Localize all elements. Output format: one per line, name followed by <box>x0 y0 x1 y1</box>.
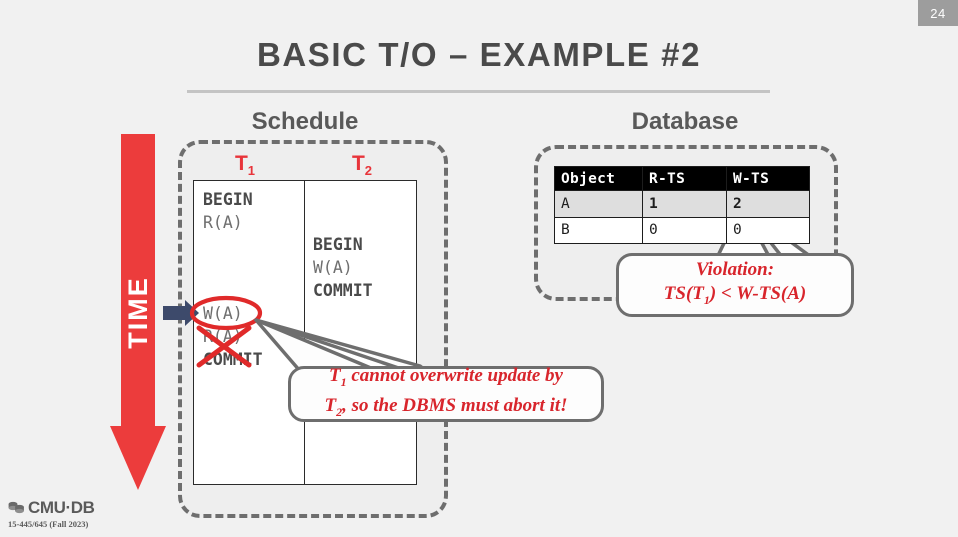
violation-title: Violation: <box>695 259 775 281</box>
t2-sub: 2 <box>364 163 373 179</box>
schedule-group-box <box>178 140 448 518</box>
table-row: B 0 0 <box>554 216 810 244</box>
t1-sub: 1 <box>247 163 256 179</box>
database-caption: Database <box>631 108 739 135</box>
cmu-db-logo: CMU·DB <box>8 498 95 518</box>
table-header-row: Object R-TS W-TS <box>554 166 810 191</box>
abort-line1-rest: cannot overwrite update by <box>346 365 563 387</box>
abort-t1-sub: 1 <box>340 375 347 389</box>
cell-rts-a: 1 <box>642 190 727 218</box>
slide-number-badge: 24 <box>918 0 958 26</box>
violation-expr-sub: 1 <box>703 292 710 307</box>
t2-ops: BEGIN W(A) COMMIT <box>313 235 373 300</box>
cell-wts-a: 2 <box>726 190 810 218</box>
table-row: A 1 2 <box>554 190 810 218</box>
header-object: Object <box>554 166 643 191</box>
t2-name: T <box>351 152 365 175</box>
page-title: BASIC T/O – EXAMPLE #2 <box>256 36 702 73</box>
brand-text: CMU·DB <box>28 498 95 517</box>
abort-t2-sub: 2 <box>336 404 343 419</box>
cell-object-a: A <box>554 190 643 218</box>
abort-t1: T <box>329 365 341 387</box>
cell-wts-b: 0 <box>726 216 810 244</box>
course-label: 15-445/645 (Fall 2023) <box>8 519 89 529</box>
cell-rts-b: 0 <box>642 216 727 244</box>
abort-t2: T <box>324 395 337 416</box>
column-header-t2: T2 <box>332 152 392 178</box>
header-r-ts: R-TS <box>642 166 727 191</box>
abort-line2-rest: , so the DBMS must abort it! <box>342 395 568 416</box>
violation-callout: Violation: TS(T1) < W-TS(A) <box>616 253 854 317</box>
t1-ops-after: W(A) R(A) COMMIT <box>203 304 263 369</box>
violation-expr-b: ) < W-TS(A) <box>709 283 807 305</box>
title-divider <box>187 90 770 93</box>
schedule-caption: Schedule <box>251 108 359 135</box>
abort-callout: T1 cannot overwrite update by T2, so the… <box>288 365 604 422</box>
database-table: Object R-TS W-TS A 1 2 B 0 0 <box>554 166 810 244</box>
column-header-t1: T1 <box>215 152 275 178</box>
violation-expr-a: TS(T <box>663 283 704 305</box>
database-cylinder-icon <box>8 501 24 513</box>
header-w-ts: W-TS <box>726 166 810 191</box>
t1-ops-before: BEGIN R(A) <box>203 190 253 232</box>
time-arrow-icon <box>110 134 166 490</box>
t1-name: T <box>234 152 248 175</box>
cell-object-b: B <box>554 216 643 244</box>
footer: CMU·DB 15-445/645 (Fall 2023) <box>8 498 95 529</box>
schedule-column-divider <box>304 180 305 485</box>
